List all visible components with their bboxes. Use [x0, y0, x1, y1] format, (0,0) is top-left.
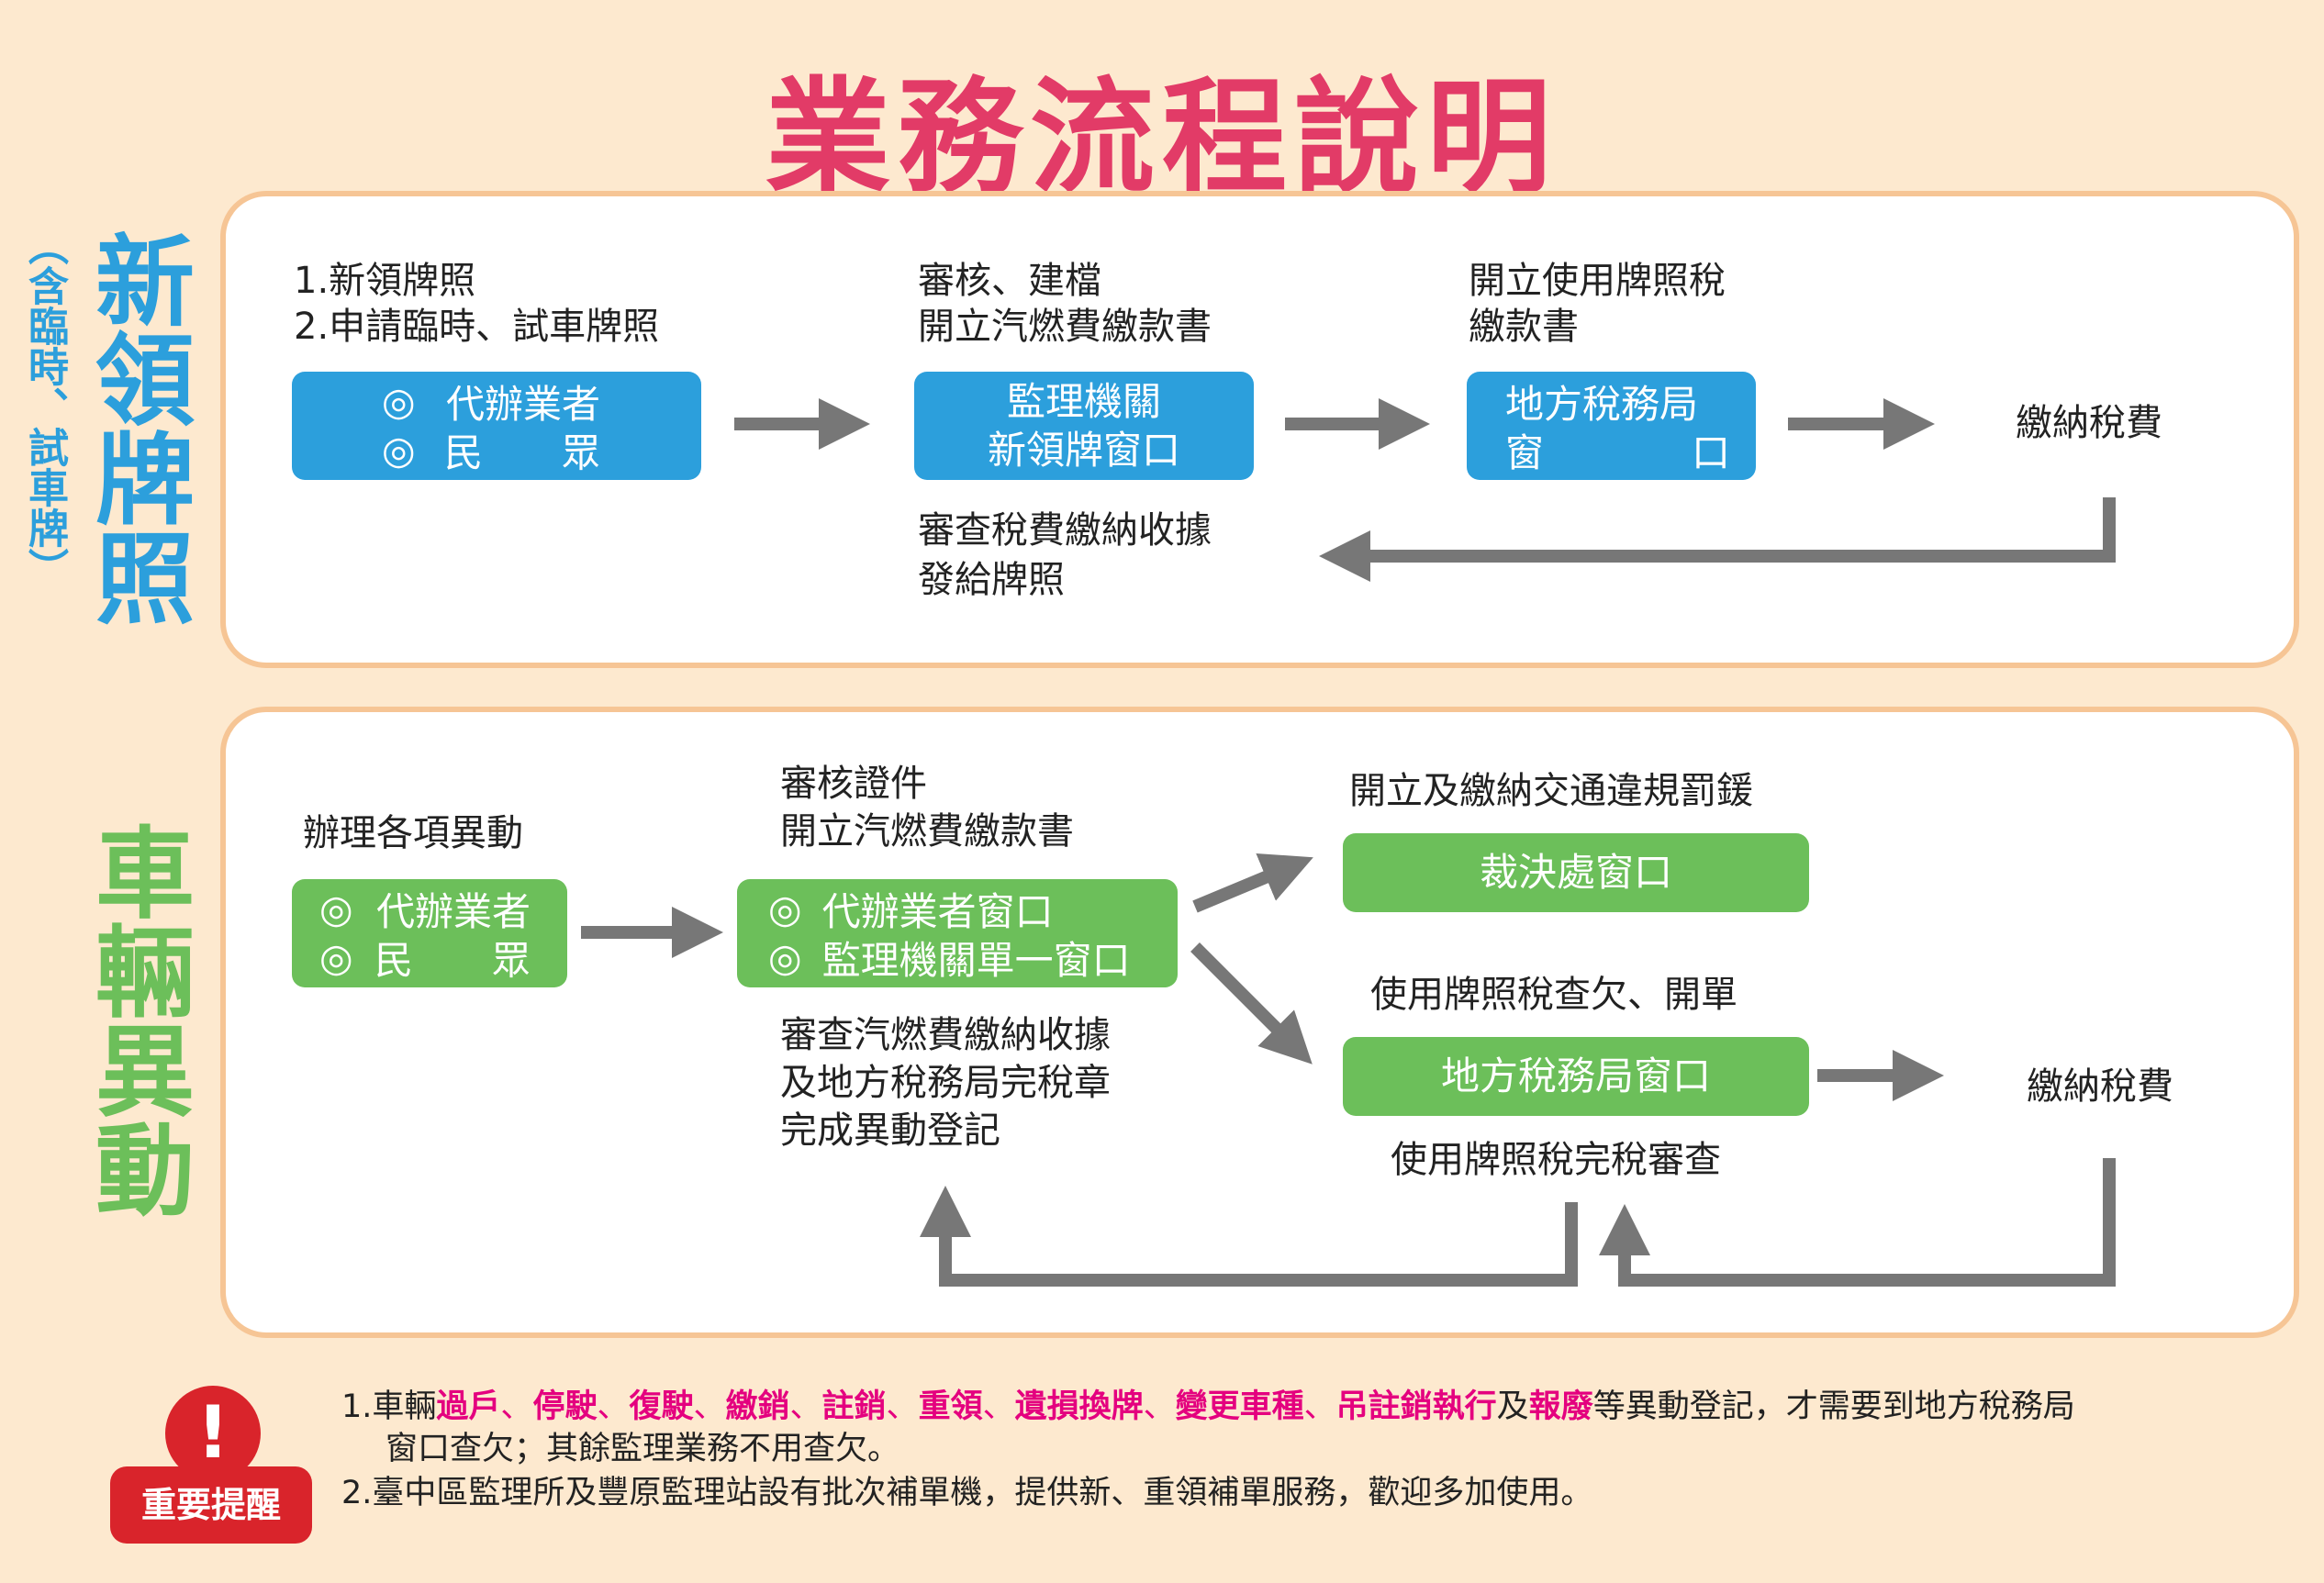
vc-step2-box: ◎ 代辦業者窗口 ◎ 監理機關單一窗口 — [737, 879, 1178, 987]
new-plate-sublabel: （含臨時、試車牌） — [21, 225, 68, 588]
agent-label: 代辦業者 — [445, 382, 600, 427]
bullet-icon: ◎ — [768, 935, 802, 980]
np-step2-box-line2: 新領牌窗口 — [987, 428, 1180, 473]
vc-step2-box-line1: 代辦業者窗口 — [821, 889, 1054, 934]
note1-item: 註銷 — [821, 1388, 887, 1425]
vc-step1-box: ◎ 代辦業者 ◎ 民 眾 — [292, 879, 567, 987]
vc-lower-text: 使用牌照稅查欠、開單 — [1370, 974, 1737, 1016]
bullet-icon: ◎ — [319, 886, 353, 931]
vc-lower-after: 使用牌照稅完稅審查 — [1391, 1139, 1721, 1181]
alert-icon: ! — [165, 1386, 261, 1481]
vc-upper-box: 裁決處窗口 — [1343, 833, 1809, 912]
vc-step2-after-3: 完成異動登記 — [780, 1109, 1000, 1152]
note1-separator: 、 — [1143, 1388, 1176, 1425]
bullet-icon: ◎ — [382, 428, 416, 473]
page-title: 業務流程說明 — [765, 66, 1559, 211]
bullet-icon: ◎ — [382, 379, 416, 424]
vc-upper-text: 開立及繳納交通違規罰鍰 — [1349, 770, 1753, 812]
np-return-line2: 發給牌照 — [918, 559, 1065, 601]
vc-step2-line2: 開立汽燃費繳款書 — [780, 810, 1074, 853]
vc-step2-after-2: 及地方稅務局完稅章 — [780, 1062, 1111, 1104]
note1-highlights: 過戶、停駛、復駛、繳銷、註銷、重領、遺損換牌、變更車種、吊註銷執行 — [436, 1388, 1496, 1425]
np-step3-box-line1: 地方稅務局 — [1505, 382, 1699, 427]
bullet-icon: ◎ — [768, 886, 802, 931]
note1-separator: 、 — [886, 1388, 919, 1425]
np-step3-line1: 開立使用牌照稅 — [1469, 260, 1726, 302]
note1-item: 遺損換牌 — [1014, 1388, 1144, 1425]
return-arrow-right — [1599, 1158, 2116, 1287]
np-pay: 繳納稅費 — [2016, 402, 2162, 444]
public-label-b: 眾 — [491, 938, 531, 983]
np-step1-box: ◎ 代辦業者 ◎ 民 眾 — [292, 372, 701, 480]
np-step1-line2: 2.申請臨時、試車牌照 — [294, 306, 660, 348]
note1-prefix: 1.車輛 — [341, 1388, 437, 1425]
bullet-icon: ◎ — [319, 935, 353, 980]
vc-step2-box-line2: 監理機關單一窗口 — [821, 938, 1131, 983]
note1-separator: 、 — [982, 1388, 1015, 1425]
note1-separator: 、 — [1303, 1388, 1336, 1425]
vehicle-change-label: 車輛異動 — [79, 821, 194, 1218]
return-arrow-left — [920, 1186, 1578, 1287]
note1-last: 報廢 — [1528, 1388, 1593, 1425]
np-step2-box: 監理機關 新領牌窗口 — [914, 372, 1254, 480]
public-label-b: 眾 — [561, 430, 600, 475]
note1-and: 及 — [1496, 1388, 1529, 1425]
public-label-a: 民 — [374, 938, 414, 983]
reminder-note-1-line2: 窗口查欠；其餘監理業務不用查欠。 — [385, 1431, 900, 1467]
note1-item: 過戶 — [436, 1388, 501, 1425]
vc-step2-after-1: 審查汽燃費繳納收據 — [780, 1014, 1111, 1056]
np-step2-line1: 審核、建檔 — [918, 260, 1101, 302]
note1-item: 吊註銷執行 — [1335, 1388, 1497, 1425]
np-step3-box: 地方稅務局 窗 口 — [1467, 372, 1756, 480]
np-step2-line2: 開立汽燃費繳款書 — [918, 306, 1212, 348]
np-return-line1: 審查稅費繳納收據 — [918, 509, 1212, 552]
np-step3-box-a: 窗 — [1505, 430, 1545, 475]
np-step3-line2: 繳款書 — [1469, 306, 1579, 348]
note1-suffix: 等異動登記，才需要到地方稅務局 — [1592, 1388, 2075, 1425]
vc-step1-text: 辦理各項異動 — [303, 812, 523, 854]
note1-item: 重領 — [918, 1388, 983, 1425]
vc-lower-box: 地方稅務局窗口 — [1343, 1037, 1809, 1116]
note1-item: 復駛 — [629, 1388, 694, 1425]
agent-label: 代辦業者 — [375, 889, 531, 934]
note1-item: 變更車種 — [1175, 1388, 1304, 1425]
return-arrow-top — [1319, 497, 2116, 582]
public-label-a: 民 — [444, 430, 484, 475]
note1-item: 停駛 — [532, 1388, 598, 1425]
note1-separator: 、 — [789, 1388, 822, 1425]
note1-separator: 、 — [597, 1388, 630, 1425]
note1-item: 繳銷 — [725, 1388, 790, 1425]
note1-separator: 、 — [500, 1388, 533, 1425]
np-step1-line1: 1.新領牌照 — [294, 260, 476, 302]
np-step3-box-b: 口 — [1691, 430, 1730, 475]
vc-pay: 繳納稅費 — [2027, 1065, 2173, 1108]
note1-separator: 、 — [693, 1388, 726, 1425]
arrow-5-down — [1190, 942, 1313, 1065]
vc-step2-line1: 審核證件 — [780, 763, 927, 805]
new-plate-label: 新領牌照 — [79, 229, 194, 626]
reminder-note-1: 1.車輛過戶、停駛、復駛、繳銷、註銷、重領、遺損換牌、變更車種、吊註銷執行及報廢… — [341, 1386, 2075, 1428]
reminder-badge: 重要提醒 — [110, 1466, 312, 1544]
reminder-note-2: 2.臺中區監理所及豐原監理站設有批次補單機，提供新、重領補單服務，歡迎多加使用。 — [341, 1475, 1593, 1511]
arrow-5-up — [1192, 853, 1313, 913]
np-step2-box-line1: 監理機關 — [1006, 379, 1161, 424]
